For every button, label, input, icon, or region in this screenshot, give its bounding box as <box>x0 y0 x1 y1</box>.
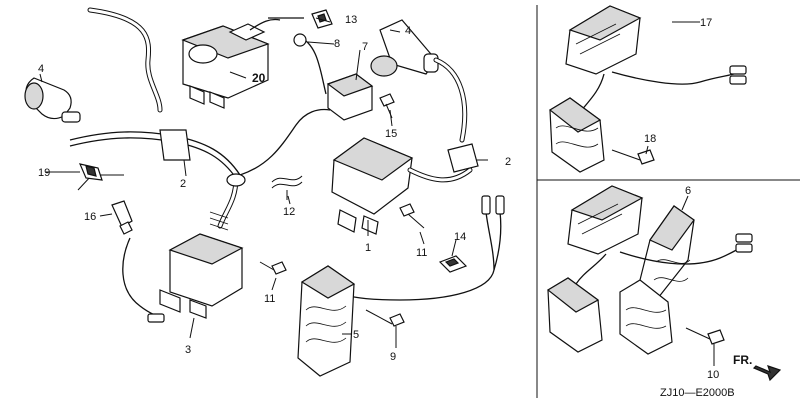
charge-coil-assembly-17 <box>548 5 747 173</box>
spark-plug-cap-left <box>24 73 81 123</box>
ignition-coil-lower <box>122 175 244 323</box>
charge-coil-assembly-6 <box>546 185 753 355</box>
switch-unit-1 <box>331 137 473 235</box>
callout-19: 19 <box>38 167 50 179</box>
callout-15: 15 <box>385 128 397 140</box>
wire-retainer-12 <box>271 175 303 200</box>
bolt-10 <box>685 327 725 366</box>
control-module-7 <box>326 73 374 121</box>
callout-16: 16 <box>84 211 96 223</box>
bolt-11-lower <box>259 261 287 275</box>
wire-connector-19 <box>78 163 103 181</box>
grommet-right <box>447 143 479 173</box>
callout-numbers: 1 2 2 3 4 4 5 6 7 8 9 10 11 11 12 13 14 … <box>38 14 719 381</box>
clip-13 <box>311 9 333 29</box>
spark-plug-cap-right <box>370 19 468 143</box>
callout-12: 12 <box>283 206 295 218</box>
connector-14 <box>438 255 468 273</box>
callout-14: 14 <box>454 231 466 243</box>
bolt-18 <box>611 145 655 165</box>
bolt-9 <box>365 309 405 327</box>
callout-18: 18 <box>644 133 656 145</box>
callout-20: 20 <box>252 71 266 85</box>
leader-lines-main <box>46 17 488 348</box>
callout-4-top: 4 <box>405 25 411 37</box>
front-direction-label: FR. <box>733 353 752 367</box>
ignition-coil-upper <box>87 7 281 113</box>
callout-13: 13 <box>345 14 357 26</box>
wire-clip-16 <box>111 200 133 235</box>
callout-5: 5 <box>353 329 359 341</box>
bolt-11-upper <box>399 203 425 229</box>
callout-9: 9 <box>390 351 396 363</box>
drawing-code: ZJ10—E2000B <box>660 387 735 399</box>
callout-6: 6 <box>685 185 691 197</box>
callout-3: 3 <box>185 344 191 356</box>
front-direction-arrow <box>752 365 782 382</box>
bolt-15 <box>379 93 395 119</box>
callout-2-right: 2 <box>505 156 511 168</box>
callout-1: 1 <box>365 242 371 254</box>
charge-coil-5 <box>297 265 356 377</box>
callout-2-left: 2 <box>180 178 186 190</box>
callout-7: 7 <box>362 41 368 53</box>
callout-17: 17 <box>700 17 712 29</box>
grommet-left <box>226 173 246 187</box>
panel-dividers <box>536 5 800 398</box>
callout-11-lower: 11 <box>264 293 275 305</box>
callout-4-left: 4 <box>38 63 44 75</box>
callout-8: 8 <box>334 38 340 50</box>
callout-10: 10 <box>707 369 719 381</box>
callout-11-upper: 11 <box>416 247 427 259</box>
